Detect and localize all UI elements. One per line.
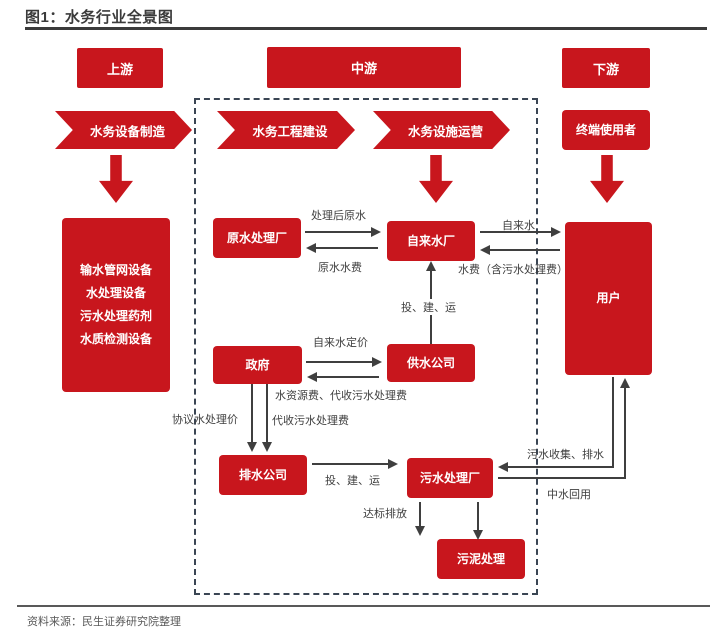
flow-label-invest-build-operate2: 投、建、运 (325, 475, 380, 487)
arrow-tap-water-line (480, 231, 552, 233)
node-equipment-list: 输水管网设备 水处理设备 污水处理药剂 水质检测设备 (62, 218, 170, 392)
node-user: 用户 (565, 222, 652, 375)
arrow-down-icon (262, 442, 272, 452)
arrow-agreement-price-line (251, 384, 253, 442)
arrow-discharge-line (419, 502, 421, 526)
equipment-item: 水质检测设备 (79, 332, 152, 347)
arrow-treated-raw-water-line (305, 231, 371, 233)
arrow-resource-fee-line (317, 376, 379, 378)
node-raw-water-plant: 原水处理厂 (213, 218, 301, 258)
flow-label-sewage-collection: 污水收集、排水 (527, 449, 604, 461)
figure-title: 图1：水务行业全景图 (25, 9, 174, 26)
equipment-item: 污水处理药剂 (79, 309, 152, 323)
stage-upstream: 上游 (77, 48, 163, 88)
arrow-left-icon (307, 372, 317, 382)
chevron-engineering-construction: 水务工程建设 (217, 111, 355, 149)
flow-label-reclaimed-water: 中水回用 (547, 489, 591, 501)
arrow-water-fee-line (490, 249, 560, 251)
node-sludge-treatment: 污泥处理 (437, 539, 525, 579)
arrow-reclaimed-water-hline (498, 477, 626, 479)
source-note: 资料来源：民生证券研究院整理 (27, 616, 181, 628)
node-water-supply-company: 供水公司 (387, 344, 475, 382)
flow-label-tap-water: 自来水 (502, 220, 535, 232)
title-rule (25, 27, 707, 30)
down-block-arrow-icon (99, 155, 133, 203)
arrow-left-icon (498, 462, 508, 472)
arrow-right-icon (372, 357, 382, 367)
arrow-raw-water-fee-line (316, 247, 378, 249)
equipment-item: 水处理设备 (85, 285, 146, 300)
chevron-equipment-manufacturing: 水务设备制造 (55, 111, 192, 149)
flow-label-treated-raw-water: 处理后原水 (311, 210, 366, 222)
arrow-reclaimed-water-vline (624, 387, 626, 479)
chevron-facility-operation: 水务设施运营 (373, 111, 510, 149)
stage-downstream: 下游 (562, 48, 650, 88)
flow-label-tap-water-pricing: 自来水定价 (313, 337, 368, 349)
equipment-item: 输水管网设备 (79, 262, 152, 277)
arrow-down-icon (473, 530, 483, 540)
node-tap-water-plant: 自来水厂 (387, 221, 475, 261)
flow-label-discharge: 达标排放 (363, 508, 407, 520)
arrow-left-icon (480, 245, 490, 255)
arrow-to-sludge-line (477, 502, 479, 530)
flow-label-resource-fee: 水资源费、代收污水处理费 (275, 390, 407, 402)
arrow-right-icon (388, 459, 398, 469)
footer-rule (17, 605, 710, 607)
arrow-invest-build-operate2-line (312, 463, 388, 465)
node-sewage-treatment-plant: 污水处理厂 (407, 458, 493, 498)
stage-midstream: 中游 (267, 47, 461, 88)
flow-label-agreement-price: 协议水处理价 (172, 414, 238, 426)
arrow-up-icon (426, 261, 436, 271)
midstream-boundary (194, 98, 538, 595)
node-government: 政府 (213, 346, 302, 384)
arrow-down-icon (415, 526, 425, 536)
arrow-right-icon (371, 227, 381, 237)
flow-label-invest-build-operate: 投、建、运 (399, 299, 458, 315)
arrow-down-icon (247, 442, 257, 452)
arrow-sewage-collection-hline (508, 466, 614, 468)
arrow-tap-water-pricing-line (306, 361, 372, 363)
arrow-collected-fee-line (266, 384, 268, 442)
node-drainage-company: 排水公司 (219, 455, 307, 495)
arrow-left-icon (306, 243, 316, 253)
node-end-user: 终端使用者 (562, 110, 650, 150)
flow-label-raw-water-fee: 原水水费 (318, 262, 362, 274)
arrow-up-icon (620, 378, 630, 388)
flow-label-collected-fee: 代收污水处理费 (272, 415, 349, 427)
down-block-arrow-icon (590, 155, 624, 203)
arrow-sewage-collection-vline (612, 377, 614, 467)
arrow-right-icon (551, 227, 561, 237)
flow-label-water-fee: 水费（含污水处理费） (458, 264, 568, 276)
